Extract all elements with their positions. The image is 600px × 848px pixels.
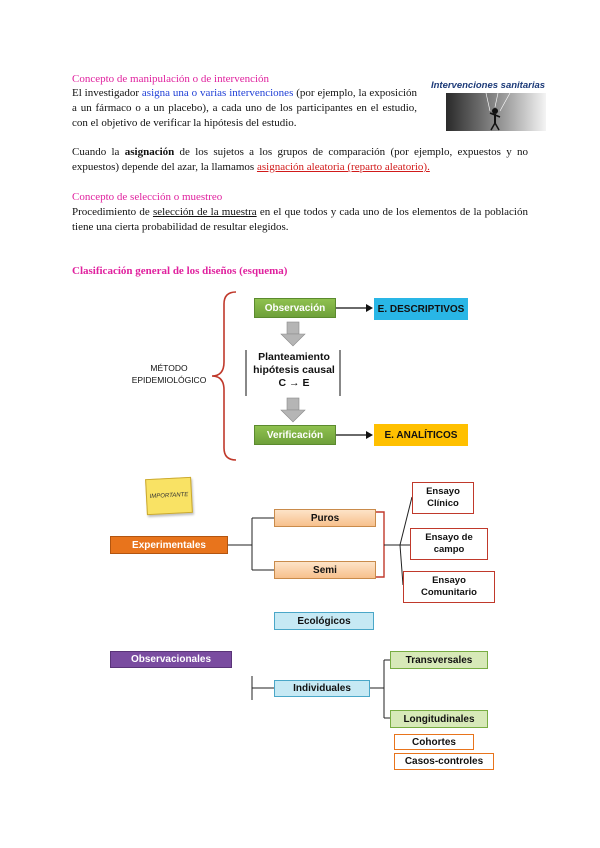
heading-seleccion: Concepto de selección o muestreo [72,191,223,203]
down-arrow-icon [280,397,306,423]
important-note-icon: IMPORTANTE [145,476,193,516]
p2-text-a: Cuando la [72,146,125,158]
p1-highlight: asigna una o varias intervenciones [141,87,294,99]
puros-box: Puros [274,509,376,527]
planteamiento-line2: hipótesis causal [253,364,335,376]
ecologicos-box: Ecológicos [274,612,374,630]
observacionales-box: Observacionales [110,651,232,668]
individuales-box: Individuales [274,680,370,697]
planteamiento-block: Planteamiento hipótesis causal C → E [248,351,340,390]
p1-text-a: El investigador [72,87,142,99]
p2-text-b: de los sujetos a los grupos de comparaci… [72,146,528,173]
p2-red-highlight: asignación aleatoria (reparto aleatorio)… [256,161,430,173]
heading-intervencion: Concepto de manipulación o de intervenci… [72,73,270,85]
p3-text-b: en el que todos y cada uno de los elemen… [72,206,528,233]
paragraph-asignacion: Cuando la asignación de los sujetos a lo… [72,145,528,175]
casos-controles-box: Casos-controles [394,753,494,770]
metodo-line1: MÉTODO [150,363,188,373]
p2-bold: asignación [124,146,175,158]
down-arrow-icon [280,321,306,347]
longitudinales-box: Longitudinales [390,710,488,728]
semi-box: Semi [274,561,376,579]
paragraph-intervencion: El investigador asigna una o varias inte… [72,86,417,131]
verificacion-box: Verificación [254,425,336,445]
important-note-text: IMPORTANTE [149,491,189,501]
ensayo-comunitario-box: Ensayo Comunitario [403,571,495,603]
transversales-box: Transversales [390,651,488,669]
bracket-red [211,291,237,461]
p1-text-b: (por ejemplo, la exposición a un fármaco… [72,87,418,129]
observacion-box: Observación [254,298,336,318]
planteamiento-line1: Planteamiento [258,351,330,363]
experimentales-box: Experimentales [110,536,228,554]
planteamiento-line3: C → E [278,377,310,389]
p3-text-a: Procedimiento de [72,206,153,218]
descriptivos-box: E. DESCRIPTIVOS [374,298,468,320]
intervenciones-image: Intervenciones sanitarias [428,80,548,136]
metodo-epidemiologico-label: MÉTODO EPIDEMIOLÓGICO [124,362,214,386]
cohortes-box: Cohortes [394,734,474,750]
analiticos-box: E. ANALÍTICOS [374,424,468,446]
ensayo-campo-box: Ensayo de campo [410,528,488,560]
metodo-line2: EPIDEMIOLÓGICO [131,375,207,385]
ensayo-clinico-box: Ensayo Clínico [412,482,474,514]
image-caption: Intervenciones sanitarias [430,80,546,91]
p3-underline: selección de la muestra [152,206,257,218]
heading-clasificacion: Clasificación general de los diseños (es… [72,265,288,277]
puppet-icon [446,92,546,131]
paragraph-seleccion: Procedimiento de selección de la muestra… [72,205,528,235]
